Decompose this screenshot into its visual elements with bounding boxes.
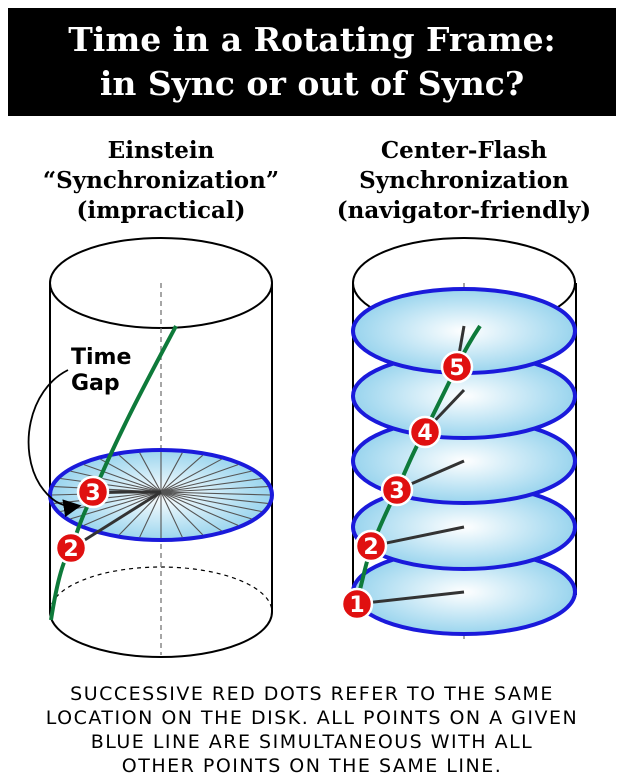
left-heading: Einstein “Synchronization” (impractical): [11, 136, 311, 226]
title-line-2: in Sync or out of Sync?: [99, 64, 525, 103]
left-disk-spoke: [160, 458, 222, 493]
left-disk-spoke: [160, 491, 204, 536]
left-heading-line-3: (impractical): [76, 197, 246, 224]
left-disk-spoke: [160, 491, 183, 538]
left-cylinder-bottom-back: [49, 566, 273, 613]
right-heading-line-3: (navigator-friendly): [336, 197, 592, 224]
left-disk-spoke: [160, 477, 262, 493]
title-banner: Time in a Rotating Frame: in Sync or out…: [8, 8, 616, 116]
title-line-1: Time in a Rotating Frame:: [68, 20, 556, 59]
left-heading-line-1: Einstein: [107, 137, 215, 164]
left-disk-spoke: [118, 454, 162, 493]
left-disk-spoke: [100, 458, 162, 493]
right-dot-2: 2: [354, 529, 388, 563]
left-disk-spoke: [160, 491, 252, 520]
caption-line-4: OTHER POINTS ON THE SAME LINE.: [121, 755, 503, 777]
left-cylinder-bottom-front: [49, 611, 273, 658]
left-disk-spoke: [139, 491, 162, 538]
left-disk-spoke: [160, 491, 222, 532]
left-dot-2-label: 2: [63, 537, 78, 562]
left-disk-spoke: [160, 491, 239, 526]
time-gap-arrow: [27, 369, 82, 518]
left-disk: [48, 448, 274, 550]
right-heading-line-2: Synchronization: [359, 167, 569, 194]
left-cylinder: [49, 237, 273, 658]
left-disk-spoke: [160, 454, 204, 493]
left-dot-3-label: 3: [85, 481, 100, 506]
right-heading: Center-Flash Synchronization (navigator-…: [314, 136, 614, 226]
right-dot-5: 5: [440, 350, 474, 384]
left-disk-spoke: [160, 491, 268, 504]
right-dot-5-label: 5: [449, 356, 464, 381]
left-dot-2: 2: [54, 531, 88, 565]
right-heading-line-1: Center-Flash: [380, 137, 548, 164]
caption-line-3: BLUE LINE ARE SIMULTANEOUS WITH ALL: [90, 731, 534, 753]
left-disk-radius-2: [71, 490, 162, 550]
left-disk-spoke: [60, 477, 162, 493]
time-gap-label-line-2: Gap: [71, 371, 120, 396]
left-disk-spoke: [118, 491, 162, 536]
left-disk-spoke: [160, 491, 271, 496]
right-dot-1: 1: [340, 587, 374, 621]
right-dot-4: 4: [408, 415, 442, 449]
left-disk-spoke: [160, 452, 183, 493]
right-dot-1-label: 1: [349, 593, 364, 618]
left-disk-spoke: [83, 464, 162, 493]
right-dot-2-label: 2: [363, 535, 378, 560]
left-heading-line-2: “Synchronization”: [42, 167, 280, 194]
left-disk-spoke: [160, 486, 268, 493]
caption: SUCCESSIVE RED DOTS REFER TO THE SAME LO…: [0, 682, 624, 778]
left-disk-spoke: [160, 464, 239, 493]
left-disk-spoke: [70, 470, 162, 493]
left-dot-3: 3: [76, 475, 110, 509]
left-disk-spoke: [139, 452, 162, 493]
left-disk-spoke: [160, 470, 252, 493]
right-dot-4-label: 4: [417, 421, 432, 446]
time-gap-label-line-1: Time: [71, 345, 131, 370]
caption-line-1: SUCCESSIVE RED DOTS REFER TO THE SAME: [70, 683, 554, 705]
caption-line-2: LOCATION ON THE DISK. ALL POINTS ON A GI…: [45, 707, 579, 729]
right-dot-3: 3: [380, 473, 414, 507]
left-disk-spoke: [83, 491, 162, 526]
right-dot-3-label: 3: [389, 479, 404, 504]
left-disk-spoke: [160, 491, 262, 513]
